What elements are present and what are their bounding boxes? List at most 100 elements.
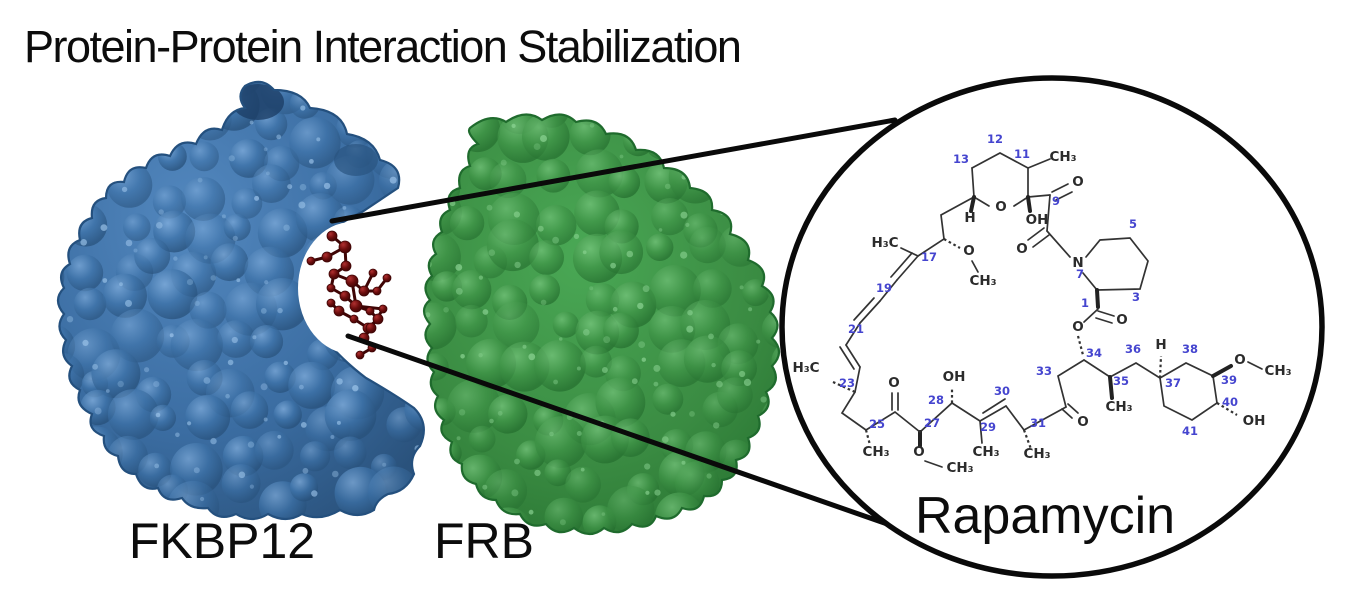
surface-lump [649, 264, 701, 317]
surface-speckle [500, 159, 507, 166]
surface-lump [651, 198, 689, 236]
atom-number-30: 30 [994, 384, 1010, 398]
surface-speckle [638, 341, 646, 348]
surface-lump [424, 232, 461, 282]
surface-lump [455, 304, 488, 338]
surface-lump [134, 238, 171, 274]
surface-speckle [154, 463, 160, 469]
surface-speckle [456, 436, 461, 441]
surface-speckle [173, 256, 178, 261]
surface-speckle [156, 222, 163, 229]
surface-lump [58, 404, 75, 455]
surface-speckle [665, 134, 670, 138]
surface-speckle [389, 176, 397, 184]
surface-speckle [117, 380, 124, 388]
surface-speckle [601, 367, 608, 373]
surface-lump [58, 352, 85, 398]
surface-speckle [739, 370, 746, 378]
surface-speckle [409, 156, 414, 161]
surface-speckle [287, 184, 293, 190]
surface-speckle [231, 336, 238, 344]
surface-speckle [766, 154, 772, 161]
surface-speckle [514, 261, 521, 269]
surface-lump [63, 163, 99, 199]
surface-speckle [169, 333, 174, 338]
surface-speckle [458, 409, 466, 416]
atom-number-3: 3 [1132, 290, 1140, 304]
surface-lump [607, 486, 655, 534]
surface-speckle [711, 362, 716, 368]
surface-speckle [612, 306, 618, 312]
surface-lump [71, 135, 104, 169]
surface-speckle [145, 489, 152, 496]
group-label: CH₃ [862, 444, 889, 460]
group-label: O [1116, 312, 1127, 328]
surface-speckle [513, 211, 521, 218]
surface-lump [424, 302, 457, 350]
surface-speckle [266, 171, 270, 176]
surface-speckle [66, 428, 73, 436]
surface-lump [289, 473, 319, 502]
group-label: O [963, 243, 974, 259]
surface-lump [608, 166, 641, 199]
surface-speckle [457, 486, 462, 491]
surface-speckle [601, 512, 606, 516]
surface-lump [642, 114, 688, 124]
surface-speckle [80, 239, 87, 246]
surface-speckle [221, 214, 226, 219]
surface-speckle [203, 255, 208, 260]
surface-lump [87, 81, 140, 134]
surface-speckle [47, 77, 53, 83]
surface-speckle [528, 509, 534, 515]
surface-lump [689, 226, 726, 264]
surface-speckle [332, 470, 339, 478]
surface-speckle [325, 99, 330, 104]
ligand-atom [326, 298, 336, 308]
surface-speckle [528, 353, 536, 361]
surface-lump [717, 377, 753, 414]
ligand-atom [326, 230, 338, 242]
surface-lump [420, 143, 424, 187]
surface-speckle [197, 177, 203, 183]
surface-lump [221, 464, 261, 504]
surface-speckle [573, 233, 580, 239]
surface-speckle [424, 147, 429, 153]
surface-speckle [227, 359, 234, 366]
surface-lump [300, 441, 331, 472]
surface-speckle [336, 420, 341, 425]
surface-lump [680, 114, 724, 127]
surface-speckle [576, 431, 582, 436]
surface-lump [289, 117, 341, 169]
surface-speckle [589, 286, 594, 291]
surface-lump [229, 138, 269, 178]
surface-speckle [437, 93, 442, 98]
surface-lump [256, 278, 309, 331]
surface-speckle [194, 300, 200, 306]
surface-speckle [90, 94, 98, 101]
surface-speckle [756, 339, 761, 344]
surface-speckle [105, 389, 110, 393]
surface-speckle [334, 75, 340, 81]
group-label: H₃C [792, 360, 819, 376]
surface-speckle [411, 180, 417, 186]
surface-speckle [430, 469, 434, 473]
surface-speckle [98, 511, 104, 517]
atom-number-40: 40 [1222, 395, 1238, 409]
surface-speckle [580, 467, 585, 472]
surface-speckle [582, 250, 587, 255]
surface-speckle [263, 417, 268, 422]
surface-speckle [336, 378, 343, 385]
surface-speckle [603, 336, 611, 344]
ligand-atom [382, 273, 392, 283]
surface-speckle [425, 312, 431, 318]
ligand-atom [349, 314, 359, 324]
surface-speckle [232, 235, 238, 241]
surface-speckle [155, 412, 161, 418]
ligand-atom [372, 286, 382, 296]
surface-speckle [125, 299, 132, 307]
frb-outline [422, 113, 781, 536]
atom-number-11: 11 [1014, 147, 1030, 161]
ligand-atom [372, 313, 384, 325]
